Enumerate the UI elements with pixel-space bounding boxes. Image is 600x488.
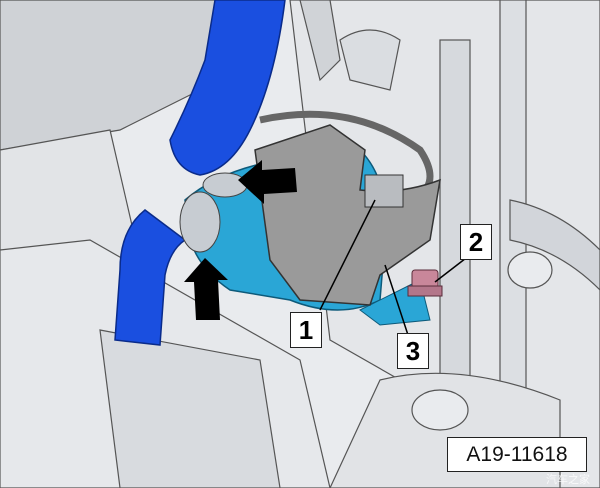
bolt [407, 269, 443, 297]
callout-3: 3 [397, 333, 429, 369]
electrical-connector [364, 174, 404, 208]
callout-2: 2 [460, 224, 492, 260]
wiring-harness [259, 110, 434, 198]
arrow-icon [238, 160, 297, 204]
callout-1: 1 [290, 312, 322, 348]
figure-id-label: A19-11618 [447, 437, 587, 472]
heat-shield-bracket [254, 124, 441, 306]
watermark: 汽车之家 [546, 474, 590, 486]
arrow-icon [184, 258, 228, 320]
coolant-hose [114, 0, 286, 346]
